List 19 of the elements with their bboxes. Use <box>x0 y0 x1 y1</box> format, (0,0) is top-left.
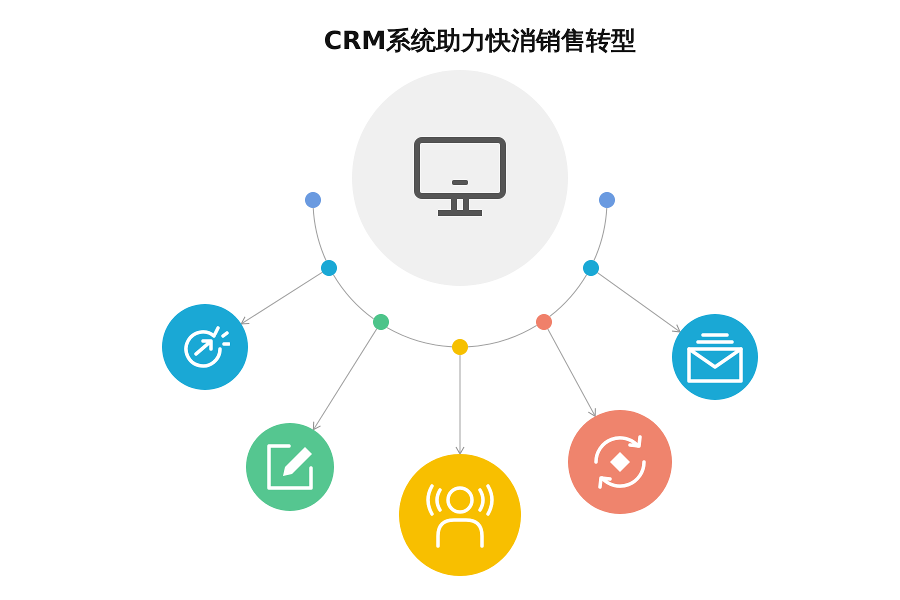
title: CRM系统助力快消销售转型 <box>324 25 636 57</box>
dot <box>583 260 599 276</box>
arrow <box>312 328 378 430</box>
dot <box>321 260 337 276</box>
dot <box>536 314 552 330</box>
arrow <box>240 272 323 324</box>
arrow <box>547 328 596 417</box>
dot <box>373 314 389 330</box>
arc-line <box>332 274 374 320</box>
arrow <box>597 272 681 332</box>
arc-line <box>312 208 327 261</box>
dot <box>599 192 615 208</box>
dot <box>305 192 321 208</box>
arc-line <box>386 327 452 348</box>
arc-line <box>468 324 537 348</box>
arc-line <box>593 208 608 261</box>
arc-line <box>549 274 588 317</box>
arrow <box>455 355 465 455</box>
dot <box>452 339 468 355</box>
